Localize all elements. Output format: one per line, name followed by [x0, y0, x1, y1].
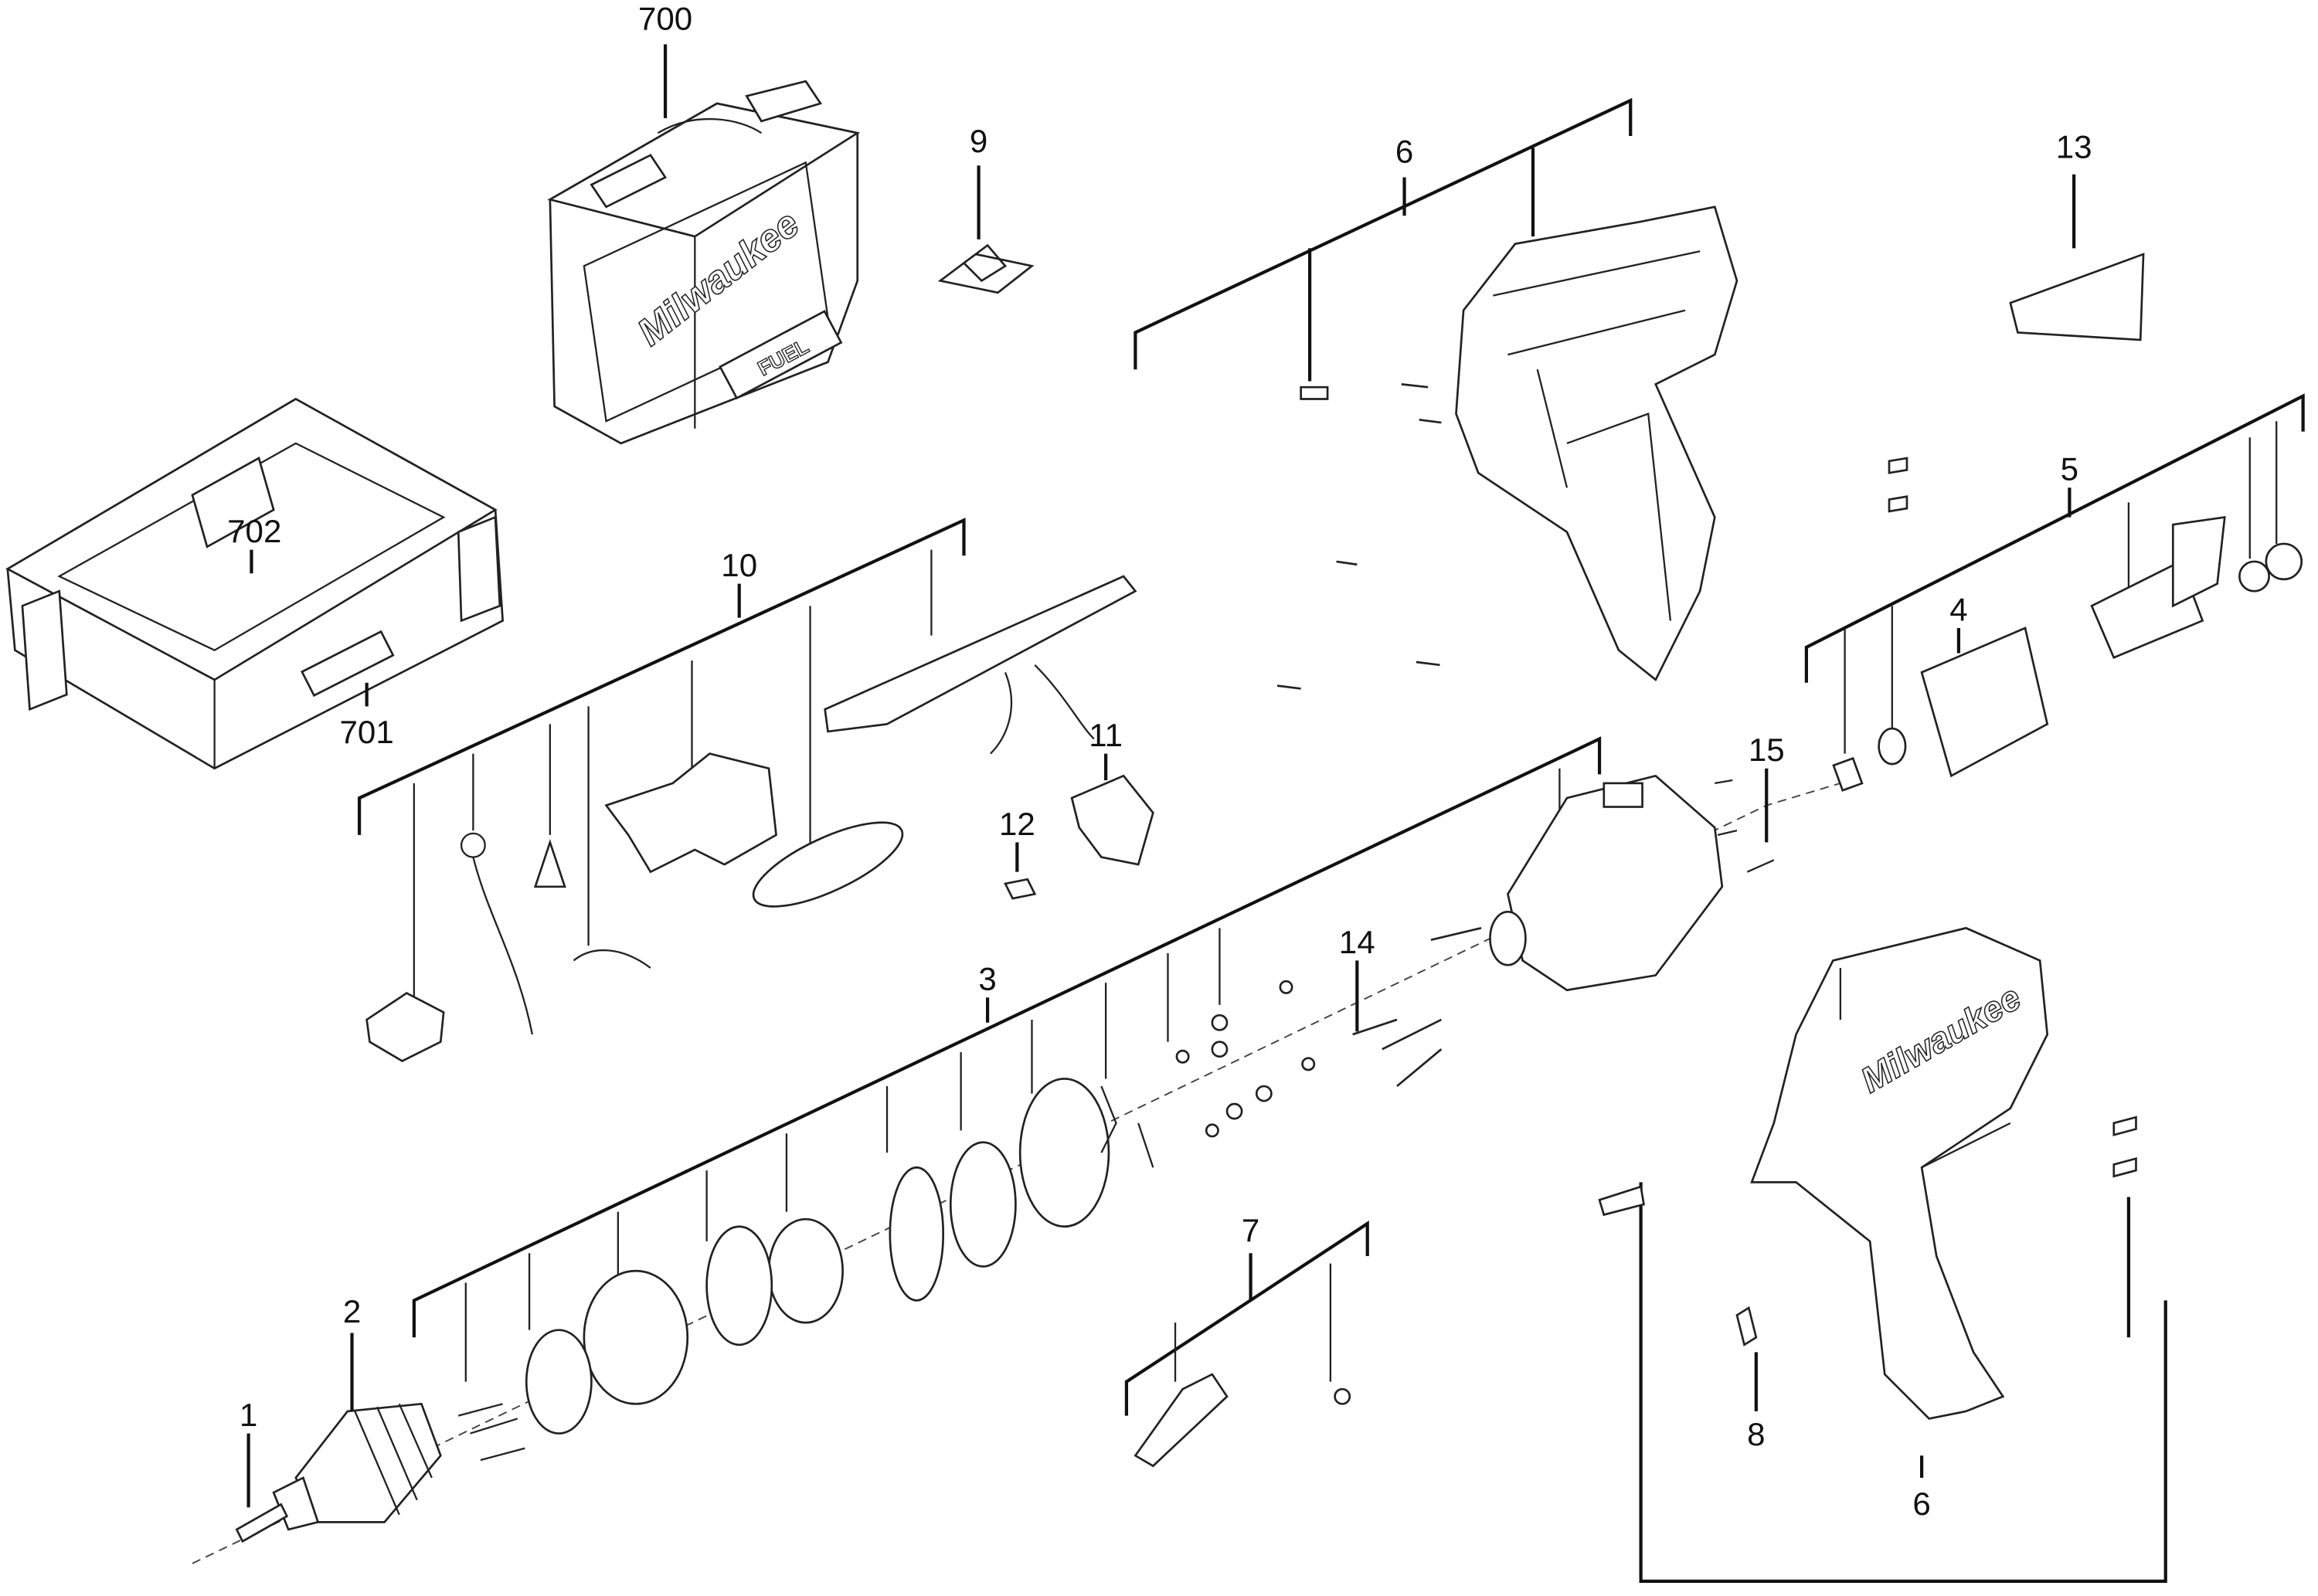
- callout-6-top: 6: [1395, 133, 1413, 169]
- bracket-10: [357, 518, 966, 835]
- callout-11: 11: [1089, 717, 1123, 753]
- callout-4: 4: [1949, 591, 1967, 627]
- part-10-switch-assembly[interactable]: [365, 575, 1137, 1063]
- callout-2: 2: [343, 1293, 361, 1329]
- callout-13: 13: [2056, 129, 2092, 165]
- housing-screws-top[interactable]: [1276, 383, 1442, 690]
- callout-12: 12: [999, 806, 1035, 842]
- callout-702: 702: [227, 513, 281, 549]
- bracket-7: [1124, 1221, 1369, 1416]
- part-12-spring-clip[interactable]: [1004, 878, 1037, 900]
- callout-14: 14: [1339, 924, 1375, 960]
- part-6-housing-left[interactable]: [1455, 205, 1738, 682]
- part-11-bracket[interactable]: [1070, 774, 1154, 866]
- leaders-10-parts: [413, 549, 933, 1005]
- part-9-belt-clip[interactable]: [937, 243, 1035, 294]
- callout-700: 700: [638, 0, 692, 36]
- callout-701: 701: [340, 714, 394, 750]
- part-13-nameplate-label[interactable]: [2009, 253, 2145, 341]
- part-6-housing-right[interactable]: Milwaukee: [1750, 926, 2049, 1420]
- part-701-carry-case-open[interactable]: [5, 397, 505, 770]
- callout-1: 1: [240, 1397, 257, 1433]
- callout-7: 7: [1242, 1212, 1259, 1248]
- part-7-bit-holder[interactable]: [1134, 1373, 1229, 1468]
- part-2-chuck[interactable]: [272, 1402, 442, 1531]
- leaders-3-parts: [464, 768, 1561, 1382]
- part-700-carry-case[interactable]: Milwaukee FUEL: [547, 80, 861, 445]
- bracket-3: [412, 736, 1602, 1338]
- part-8-contact[interactable]: [1735, 1306, 1758, 1346]
- callout-3: 3: [978, 961, 996, 997]
- callout-10: 10: [721, 547, 757, 583]
- callout-9: 9: [970, 123, 987, 159]
- part-5-motor[interactable]: [1832, 515, 2303, 792]
- part-6-badge[interactable]: [1598, 1185, 1645, 1217]
- callout-15: 15: [1749, 732, 1785, 768]
- case-fuel-badge: [719, 310, 843, 400]
- part-15-screws[interactable]: [1715, 779, 1775, 873]
- callout-8: 8: [1747, 1416, 1765, 1452]
- leaders-7-parts: [1174, 1263, 1332, 1382]
- bracket-6-top: [1134, 97, 1633, 370]
- part-7-screw[interactable]: [1334, 1387, 1351, 1405]
- bracket-6-bottom: [1639, 1182, 2167, 1583]
- leaders-5-parts: [1844, 421, 2278, 754]
- pins[interactable]: [1888, 457, 1908, 513]
- callout-5: 5: [2061, 451, 2078, 487]
- part-1-chuck-screw[interactable]: [235, 1503, 289, 1543]
- pins-bottom[interactable]: [2112, 1116, 2137, 1178]
- bracket-5: [1804, 393, 2305, 683]
- part-3-gearbox[interactable]: [457, 774, 1724, 1462]
- callout-6-bottom: 6: [1912, 1486, 1930, 1522]
